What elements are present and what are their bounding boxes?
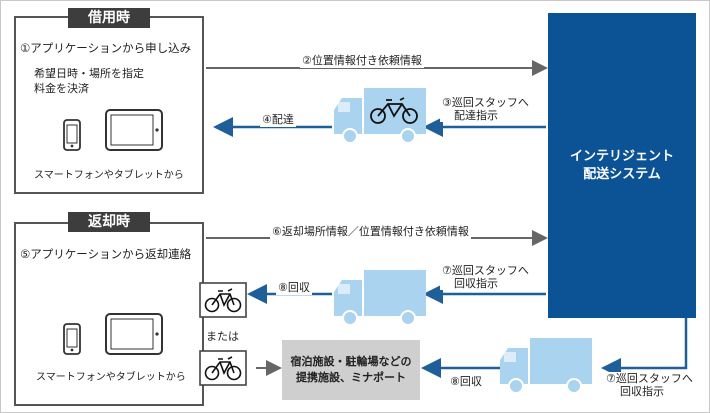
label-step8b: ⑧回収 [448,373,484,389]
system-line-1: インテリジェント [569,148,674,164]
facility-line-2: 提携施設、ミナポート [296,371,406,384]
tablet-icon [105,313,163,355]
label-step7-line1: ⑦巡回スタッフへ [442,264,529,277]
system-line-2: 配送システム [583,166,661,182]
label-step3: ③巡回スタッフへ 配達指示 [440,96,531,122]
label-step6: ⑥返却場所情報／位置情報付き依頼情報 [270,223,471,239]
truck-icon [334,88,426,144]
facility-line-1: 宿泊施設・駐輪場などの [290,355,412,368]
label-step2: ②位置情報付き依頼情報 [300,52,424,68]
return-title: 返却時 [68,212,150,232]
label-step3-line1: ③巡回スタッフへ [442,96,529,109]
or-label: または [206,330,239,343]
arrow-step7b [601,318,688,378]
bicycle-icon [199,282,247,318]
label-step7b-line2: 回収指示 [620,385,664,398]
tablet-icon [105,109,163,151]
label-step7-line2: 回収指示 [454,277,498,290]
rental-step1: ①アプリケーションから申し込み [20,41,192,55]
truck-icon [334,270,426,326]
label-step4: ④配達 [260,111,296,127]
partner-facility-box: 宿泊施設・駐輪場などの 提携施設、ミナポート [282,340,420,400]
rental-device-caption: スマートフォンやタブレットから [34,170,184,181]
bicycle-icon [199,350,247,386]
rental-note-2: 料金を決済 [34,82,89,95]
label-step7: ⑦巡回スタッフへ 回収指示 [440,264,531,290]
delivery-system-box: インテリジェント 配送システム [548,13,696,318]
label-step8: ⑧回収 [276,279,312,295]
truck-icon [500,338,592,394]
label-step3-line2: 配達指示 [454,109,498,122]
rental-title: 借用時 [68,8,150,28]
return-device-caption: スマートフォンやタブレットから [36,372,186,383]
smartphone-icon [63,119,81,151]
label-step7b: ⑦巡回スタッフへ 回収指示 [604,372,695,398]
rental-panel [14,16,204,194]
smartphone-icon [63,323,81,355]
label-step7b-line1: ⑦巡回スタッフへ [606,372,693,385]
rental-note-1: 希望日時・場所を指定 [34,67,144,80]
return-step5: ⑤アプリケーションから返却連絡 [20,247,192,261]
